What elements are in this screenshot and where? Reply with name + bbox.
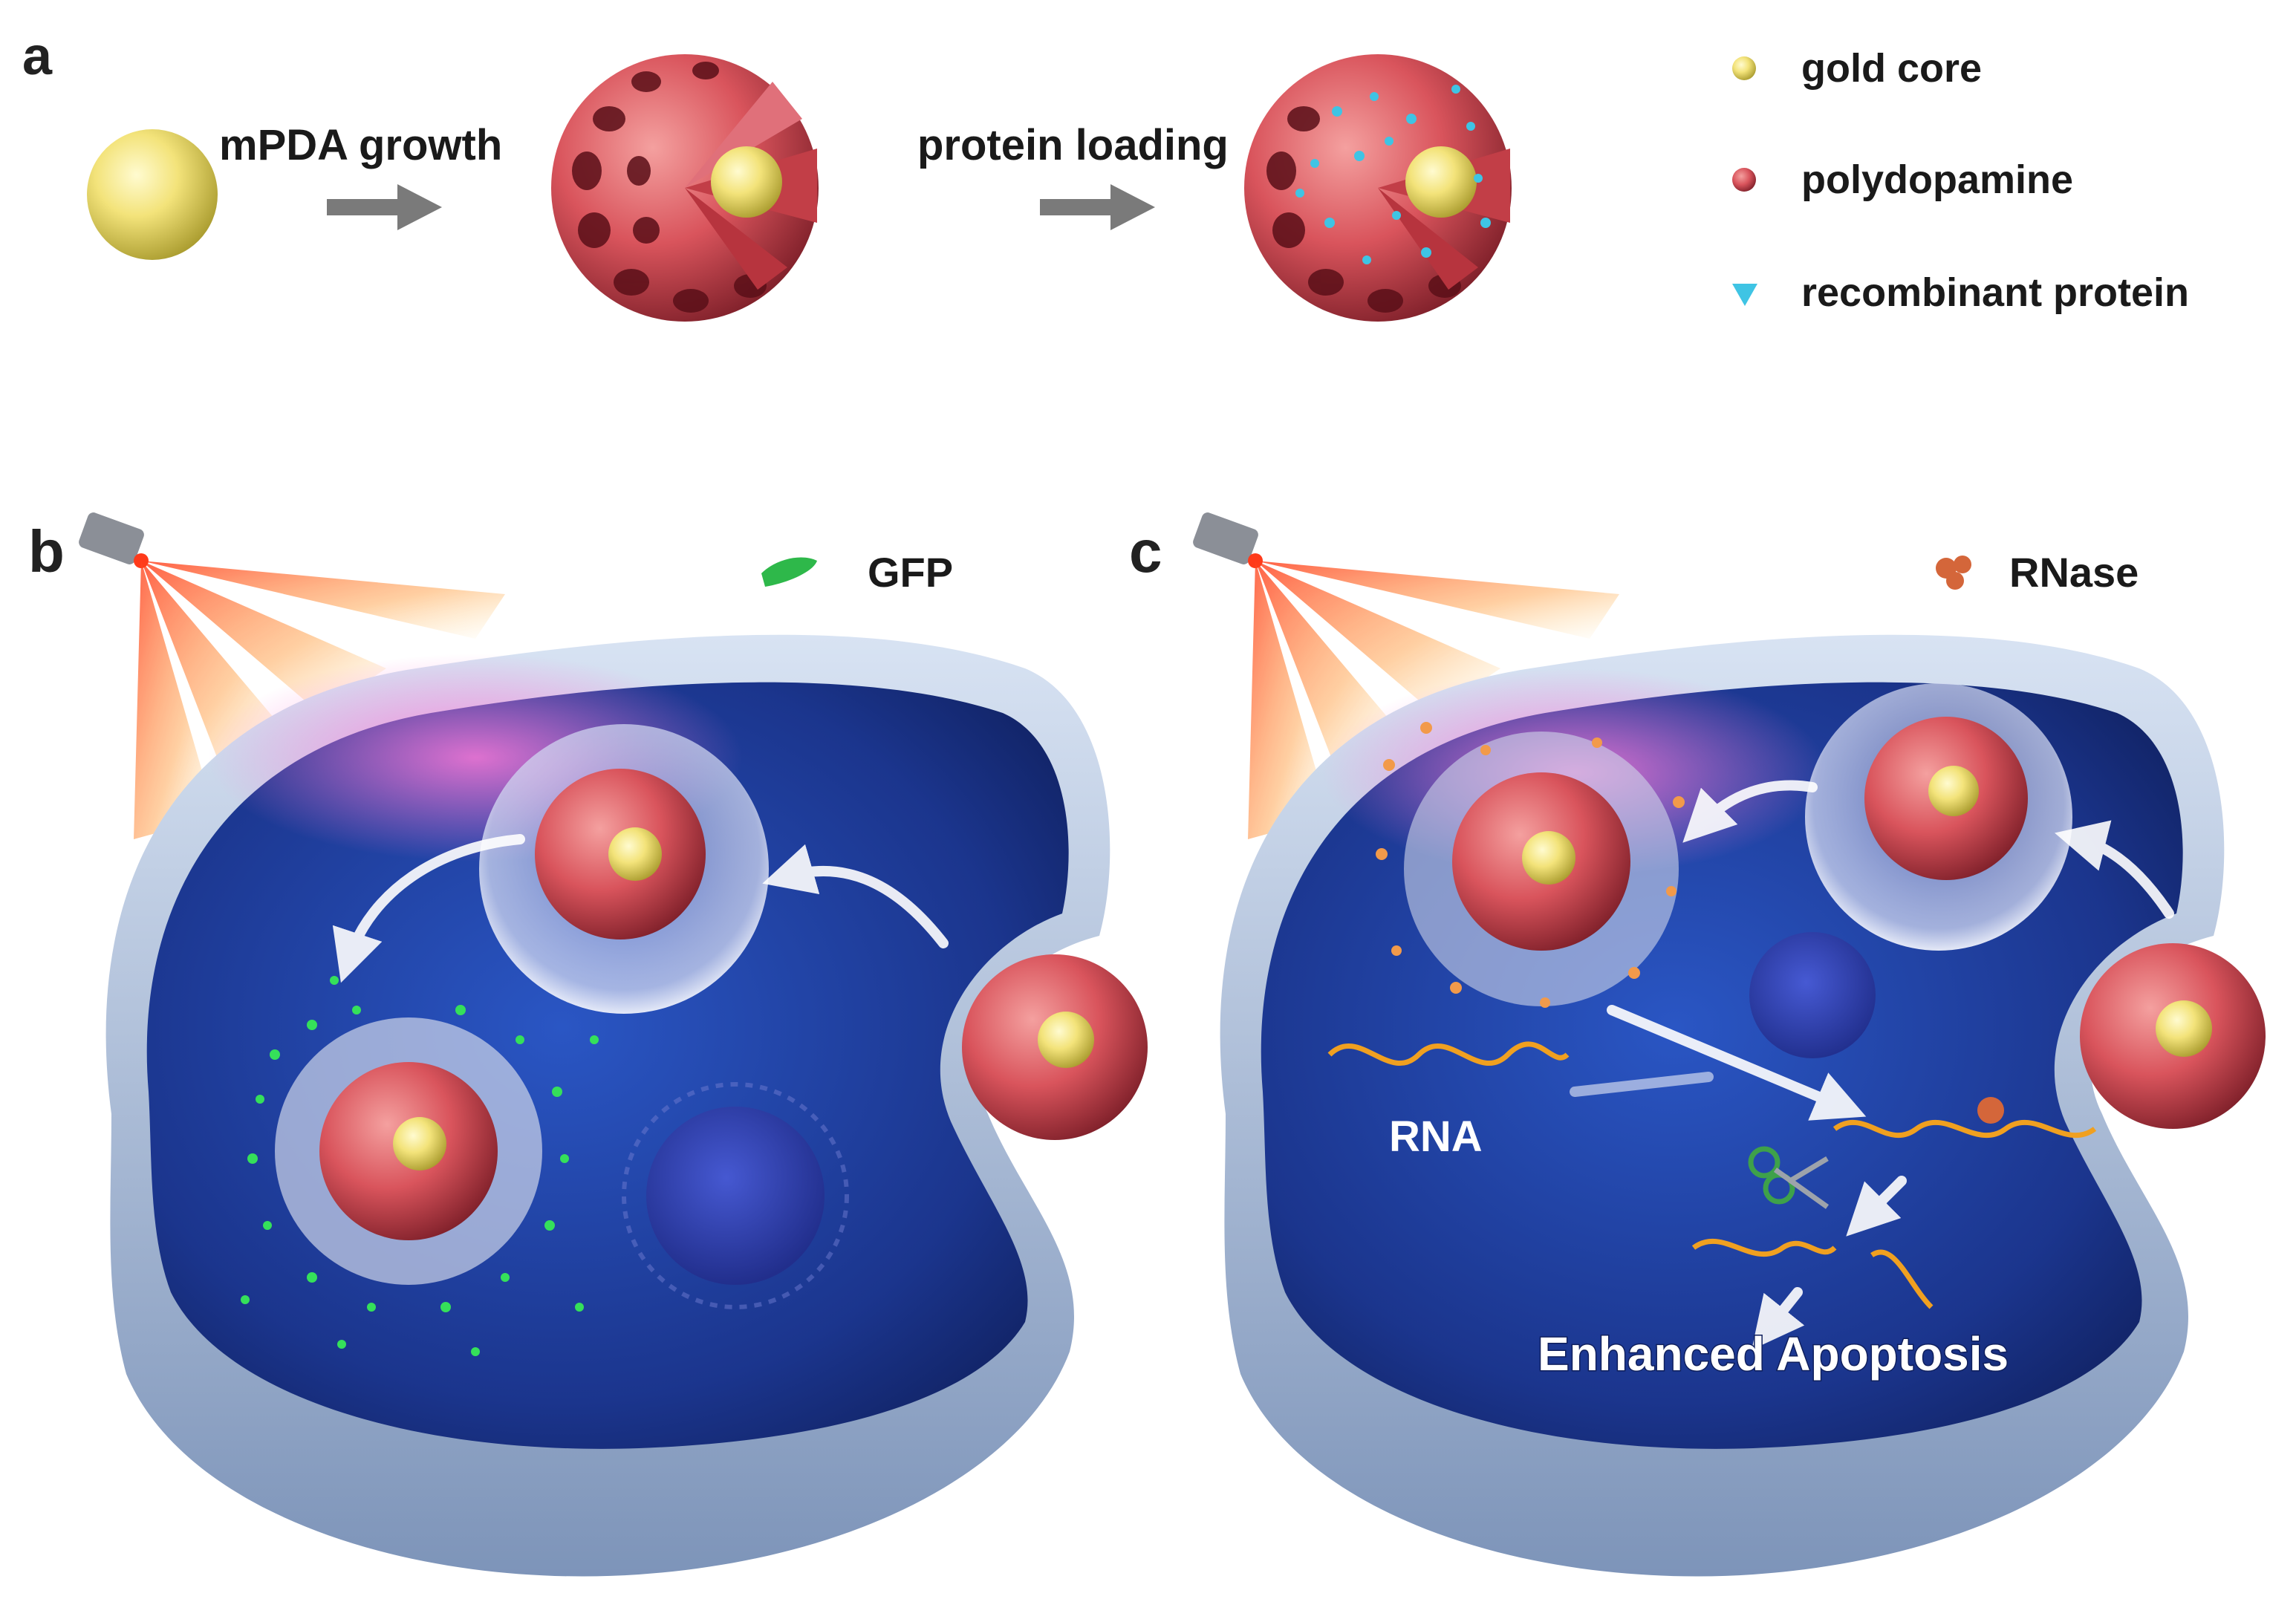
arrows-c xyxy=(1570,780,2174,1350)
step2-label: protein loading xyxy=(917,121,1229,169)
rna-strand-intact xyxy=(1327,1041,1570,1066)
outcome-label: Enhanced Apoptosis xyxy=(1538,1327,2009,1381)
legend-label-recombinant-protein: recombinant protein xyxy=(1801,270,2189,315)
endosome-b xyxy=(479,724,769,1014)
panel-a-label: a xyxy=(22,27,53,86)
entering-particle-c xyxy=(2080,943,2266,1129)
laser-beams-c xyxy=(1248,561,1619,839)
legend-label-gold-core: gold core xyxy=(1801,46,1982,91)
mpda-nanoparticle xyxy=(551,54,819,322)
scissors-icon xyxy=(1748,1146,1830,1209)
legend-label-polydopamine: polydopamine xyxy=(1801,157,2073,202)
laser-source-c xyxy=(1193,512,1263,568)
rnase-label: RNase xyxy=(2009,549,2139,596)
rna-fragment xyxy=(1691,1238,1837,1257)
arrows-b xyxy=(332,834,949,983)
polydopamine-icon xyxy=(1732,168,1756,192)
released-particle-c xyxy=(1376,722,1685,1008)
gfp-label: GFP xyxy=(868,549,953,596)
panel-b-label: b xyxy=(28,518,65,584)
rna-strands xyxy=(1327,1041,2097,1309)
nucleus-c xyxy=(1749,932,1876,1058)
panel-c-label: c xyxy=(1129,518,1162,584)
protein-loaded-nanoparticle xyxy=(1244,54,1512,322)
rnase-icon xyxy=(1936,556,1971,590)
panel-b: b xyxy=(28,512,1148,1577)
step1-label: mPDA growth xyxy=(219,121,502,169)
panel-c: c xyxy=(1129,512,2266,1577)
step1-arrow xyxy=(327,184,442,230)
gold-core-icon xyxy=(1732,56,1756,80)
step2-arrow xyxy=(1040,184,1155,230)
rnase-legend: RNase xyxy=(1936,549,2139,596)
panel-a: a mPDA growth protein loading xyxy=(22,27,2189,322)
protein-icon xyxy=(1732,284,1757,306)
gfp-legend: GFP xyxy=(761,549,953,596)
endosome-c-top xyxy=(1805,683,2072,951)
gfp-icon xyxy=(761,557,817,587)
nucleus-b xyxy=(622,1082,849,1309)
released-particle-b xyxy=(241,976,599,1356)
entering-particle-b xyxy=(962,954,1148,1140)
legend: gold core polydopamine recombinant prote… xyxy=(1732,46,2189,315)
cell-c xyxy=(1220,634,2225,1577)
laser-source xyxy=(79,512,149,568)
rnase-bound xyxy=(1977,1097,2004,1124)
rna-label: RNA xyxy=(1389,1113,1483,1161)
gold-core-particle xyxy=(87,129,218,260)
